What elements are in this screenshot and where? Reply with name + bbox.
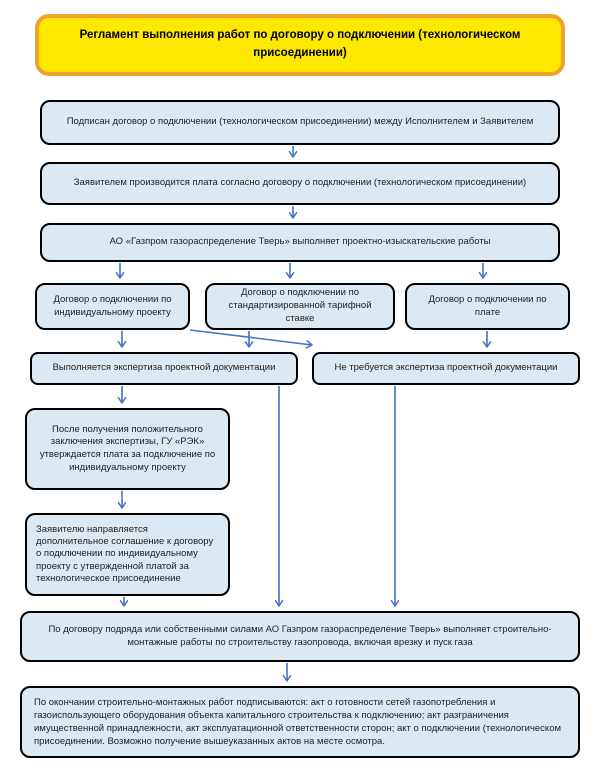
node-acts-signing: По окончании строительно-монтажных работ… bbox=[20, 686, 580, 758]
node-survey-works: АО «Газпром газораспределение Тверь» вып… bbox=[40, 223, 560, 262]
arrow-diagonal-to-no-expertise bbox=[189, 329, 313, 349]
node-branch-fee: Договор о подключении по плате bbox=[405, 283, 570, 330]
node-construction-works: По договору подряда или собственными сил… bbox=[20, 611, 580, 662]
page-title: Регламент выполнения работ по договору о… bbox=[35, 14, 565, 76]
node-expertise-performed: Выполняется экспертиза проектной докумен… bbox=[30, 352, 298, 385]
node-expertise-not-required: Не требуется экспертиза проектной докуме… bbox=[312, 352, 580, 385]
node-branch-individual-project: Договор о подключении по индивидуальному… bbox=[35, 283, 190, 330]
node-supplementary-agreement: Заявителю направляется дополнительное со… bbox=[25, 513, 230, 596]
node-payment: Заявителем производится плата согласно д… bbox=[40, 162, 560, 205]
node-rek-fee-approval: После получения положительного заключени… bbox=[25, 408, 230, 490]
node-branch-standard-tariff: Договор о подключении по стандартизирова… bbox=[205, 283, 395, 330]
node-contract-signed: Подписан договор о подключении (технолог… bbox=[40, 100, 560, 145]
